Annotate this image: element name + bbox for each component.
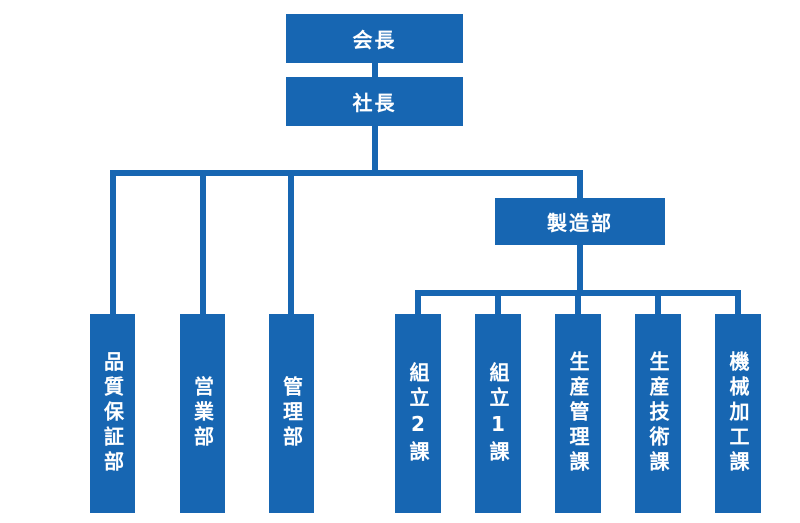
connector-chairman-president bbox=[372, 63, 378, 77]
node-assembly-section-1: 組立1課 bbox=[475, 314, 521, 513]
connector-drop-production-management bbox=[575, 290, 581, 314]
node-quality-assurance-dept: 品質保証部 bbox=[90, 314, 135, 513]
connector-drop-sales bbox=[200, 170, 206, 314]
node-chairman: 会長 bbox=[286, 14, 463, 63]
node-assembly-section-2: 組立2課 bbox=[395, 314, 441, 513]
connector-drop-assembly-2 bbox=[415, 290, 421, 314]
connector-drop-production-engineering bbox=[655, 290, 661, 314]
node-production-engineering-section: 生産技術課 bbox=[635, 314, 681, 513]
connector-drop-administration bbox=[288, 170, 294, 314]
node-production-management-section: 生産管理課 bbox=[555, 314, 601, 513]
node-president: 社長 bbox=[286, 77, 463, 126]
connector-manufacturing-down bbox=[577, 245, 583, 296]
connector-drop-quality-assurance bbox=[110, 170, 116, 314]
connector-drop-manufacturing bbox=[577, 170, 583, 198]
connector-rail-level1 bbox=[110, 170, 583, 176]
connector-president-down bbox=[372, 126, 378, 176]
connector-drop-assembly-1 bbox=[495, 290, 501, 314]
node-sales-dept: 営業部 bbox=[180, 314, 225, 513]
node-administration-dept: 管理部 bbox=[269, 314, 314, 513]
node-machining-section: 機械加工課 bbox=[715, 314, 761, 513]
connector-drop-machining bbox=[735, 290, 741, 314]
node-manufacturing: 製造部 bbox=[495, 198, 665, 245]
